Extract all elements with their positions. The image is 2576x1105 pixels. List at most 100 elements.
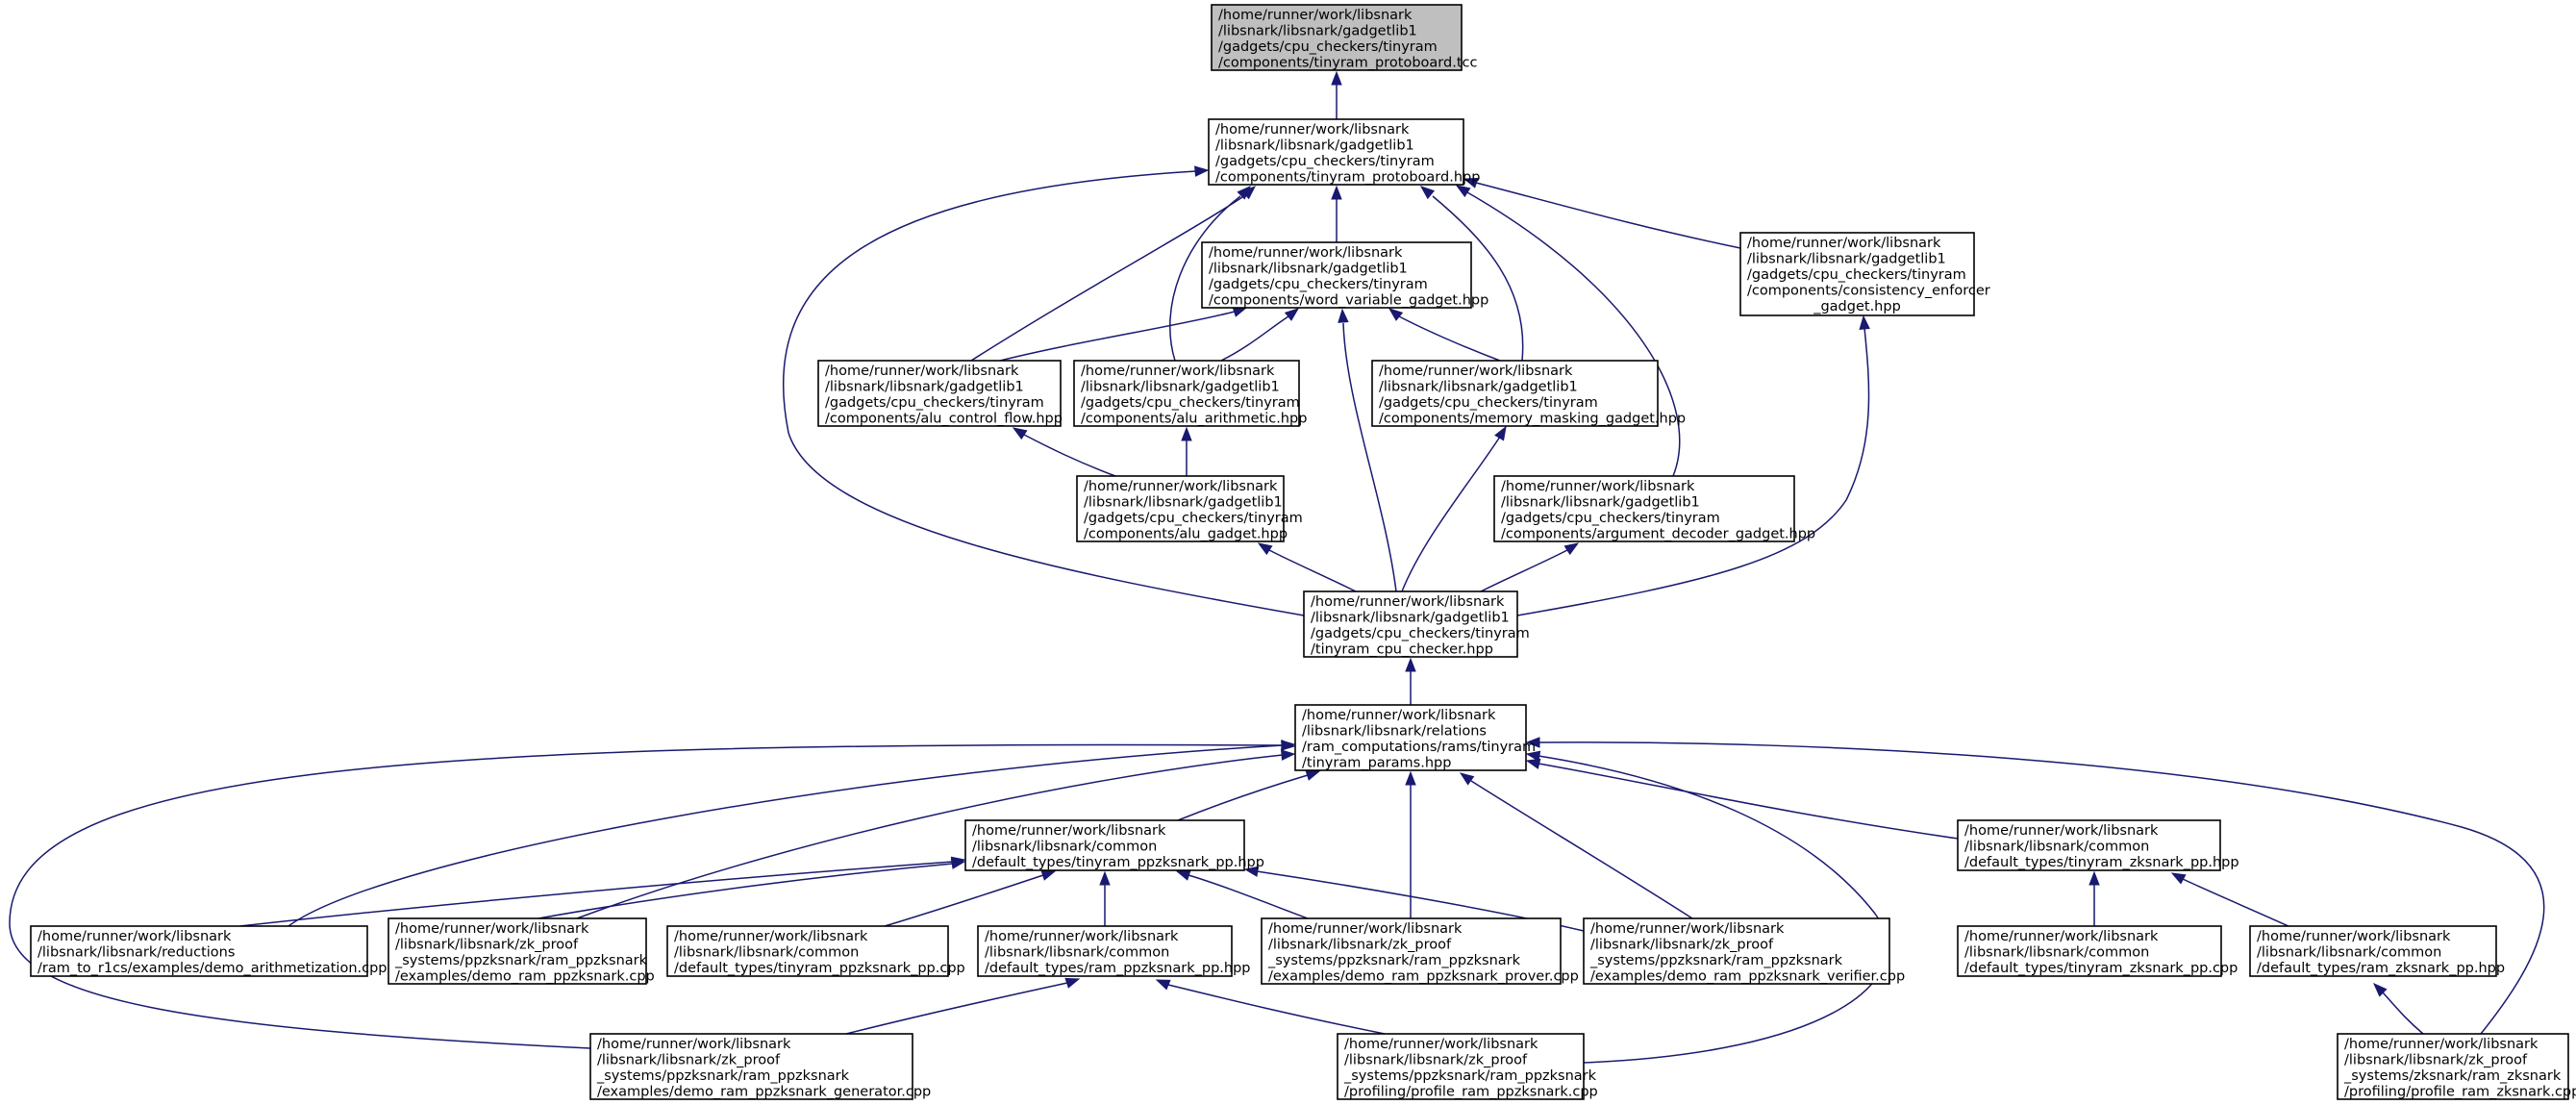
node-label-line: /tinyram_cpu_checker.hpp — [1311, 642, 1493, 658]
node-label-line: /home/runner/work/libsnark — [1215, 122, 1410, 138]
nodes-layer: /home/runner/work/libsnark/libsnark/libs… — [30, 4, 2576, 1100]
node-box — [1073, 360, 1300, 427]
node-word-variable[interactable]: /home/runner/work/libsnark/libsnark/libs… — [1201, 241, 1488, 309]
node-label-line: _systems/ppzksnark/ram_ppzksnark — [1589, 953, 1843, 968]
node-label-line: _systems/zksnark/ram_zksnark — [2343, 1068, 2562, 1084]
edge-demo_ram_ppzksnark-to-tinyram_params — [576, 749, 1296, 919]
edge-ram_ppzksnark_pp_hpp-to-tinyram_ppzksnark_pp_hpp — [1099, 870, 1111, 926]
node-ram-zksnark-pp-hpp[interactable]: /home/runner/work/libsnark/libsnark/libs… — [2249, 925, 2505, 977]
node-label-line: _systems/ppzksnark/ram_ppzksnark — [596, 1068, 850, 1084]
edge-consistency_enforcer-to-protoboard_hpp — [1463, 177, 1741, 249]
node-box — [2249, 925, 2497, 977]
node-argument-decoder[interactable]: /home/runner/work/libsnark/libsnark/libs… — [1493, 475, 1815, 542]
node-alu-control-flow[interactable]: /home/runner/work/libsnark/libsnark/libs… — [817, 360, 1063, 427]
node-label-line: /libsnark/libsnark/zk_proof — [1268, 938, 1452, 953]
edge-line — [782, 170, 1305, 616]
node-label-line: /ram_to_r1cs/examples/demo_arithmetizati… — [38, 961, 388, 976]
edge-tinyram_ppzksnark_pp_cpp-to-tinyram_ppzksnark_pp_hpp — [884, 869, 1057, 927]
node-label-line: /libsnark/libsnark/zk_proof — [395, 938, 579, 953]
node-tinyram-params[interactable]: /home/runner/work/libsnark/libsnark/libs… — [1294, 704, 1536, 771]
node-label-line: /home/runner/work/libsnark — [1209, 245, 1403, 261]
node-ram-ppzksnark-pp-hpp[interactable]: /home/runner/work/libsnark/libsnark/libs… — [977, 925, 1250, 977]
edge-line — [970, 194, 1246, 362]
edge-line — [1342, 322, 1397, 592]
arrowhead — [1237, 186, 1251, 200]
node-label-line: /home/runner/work/libsnark — [1311, 594, 1505, 610]
node-alu-arithmetic[interactable]: /home/runner/work/libsnark/libsnark/libs… — [1073, 360, 1307, 427]
node-label-line: /home/runner/work/libsnark — [825, 364, 1019, 379]
edge-line — [1167, 984, 1386, 1035]
arrowhead — [1281, 740, 1296, 751]
arrowhead — [1525, 737, 1540, 748]
node-label-line: /libsnark/libsnark/zk_proof — [597, 1053, 781, 1068]
node-demo-prover[interactable]: /home/runner/work/libsnark/libsnark/libs… — [1261, 917, 1579, 985]
edge-demo_prover-to-tinyram_ppzksnark_pp_hpp — [1175, 869, 1309, 919]
arrowhead — [1181, 426, 1192, 441]
edge-line — [1470, 780, 1693, 919]
node-tinyram-ppzksnark-pp-cpp[interactable]: /home/runner/work/libsnark/libsnark/libs… — [666, 925, 965, 977]
arrowhead — [1419, 186, 1436, 200]
node-consistency-enforcer[interactable]: /home/runner/work/libsnark/libsnark/libs… — [1739, 232, 1990, 316]
node-label-line: /home/runner/work/libsnark — [1218, 8, 1413, 23]
node-profile-ram-ppzksnark[interactable]: /home/runner/work/libsnark/libsnark/libs… — [1337, 1033, 1598, 1100]
edge-line — [1177, 774, 1309, 821]
edge-line — [576, 754, 1284, 919]
edge-line — [1188, 874, 1309, 919]
arrowhead — [1305, 769, 1321, 781]
edge-alu_arithmetic-to-protoboard_hpp — [1169, 186, 1251, 362]
arrowhead — [1194, 165, 1210, 177]
node-box — [2337, 1033, 2569, 1100]
node-label-line: /components/tinyram_protoboard.tcc — [1218, 56, 1477, 71]
node-demo-arithmetization[interactable]: /home/runner/work/libsnark/libsnark/libs… — [30, 925, 388, 977]
node-label-line: /libsnark/libsnark/zk_proof — [1590, 938, 1774, 953]
node-label-line: /home/runner/work/libsnark — [38, 929, 232, 944]
arrowhead — [1284, 308, 1300, 321]
node-demo-ram-ppzksnark[interactable]: /home/runner/work/libsnark/libsnark/libs… — [388, 917, 655, 985]
edge-line — [1432, 195, 1524, 362]
node-tinyram-zksnark-pp-cpp[interactable]: /home/runner/work/libsnark/libsnark/libs… — [1957, 925, 2238, 977]
node-label-line: /libsnark/libsnark/gadgetlib1 — [1218, 24, 1417, 39]
node-label-line: _systems/ppzksnark/ram_ppzksnark — [1267, 953, 1521, 968]
node-label-line: /home/runner/work/libsnark — [395, 921, 589, 937]
node-label-line: /home/runner/work/libsnark — [1344, 1037, 1538, 1052]
edge-tinyram_ppzksnark_pp_hpp-to-tinyram_params — [1177, 769, 1321, 821]
node-label-line: /gadgets/cpu_checkers/tinyram — [1747, 267, 1966, 283]
node-box — [30, 925, 368, 977]
node-label-line: /libsnark/libsnark/common — [1964, 945, 2149, 961]
arrowhead — [1064, 977, 1081, 989]
edge-line — [1169, 195, 1241, 362]
node-label-line: /gadgets/cpu_checkers/tinyram — [1311, 626, 1530, 641]
arrowhead — [2088, 870, 2100, 886]
node-demo-generator[interactable]: /home/runner/work/libsnark/libsnark/libs… — [589, 1033, 931, 1100]
node-label-line: /gadgets/cpu_checkers/tinyram — [1081, 395, 1300, 411]
node-box — [1201, 241, 1472, 309]
edge-line — [1538, 763, 1959, 840]
node-box — [1957, 819, 2221, 871]
node-profile-ram-zksnark[interactable]: /home/runner/work/libsnark/libsnark/libs… — [2337, 1033, 2576, 1100]
node-memory-masking[interactable]: /home/runner/work/libsnark/libsnark/libs… — [1371, 360, 1686, 427]
node-tinyram-zksnark-pp-hpp[interactable]: /home/runner/work/libsnark/libsnark/libs… — [1957, 819, 2239, 871]
node-label-line: _gadget.hpp — [1813, 299, 1901, 314]
node-demo-verifier[interactable]: /home/runner/work/libsnark/libsnark/libs… — [1583, 917, 1905, 985]
node-box — [1076, 475, 1285, 542]
node-cpu-checker[interactable]: /home/runner/work/libsnark/libsnark/libs… — [1303, 590, 1530, 658]
arrowhead — [1338, 308, 1349, 323]
node-label-line: /default_types/tinyram_zksnark_pp.cpp — [1964, 961, 2238, 976]
arrowhead — [2170, 872, 2187, 885]
node-box — [388, 917, 647, 985]
node-tinyram-ppzksnark-pp-hpp[interactable]: /home/runner/work/libsnark/libsnark/libs… — [964, 819, 1264, 871]
arrowhead — [1459, 772, 1475, 786]
node-alu-gadget[interactable]: /home/runner/work/libsnark/libsnark/libs… — [1076, 475, 1303, 542]
edge-line — [2382, 992, 2424, 1035]
node-label-line: /gadgets/cpu_checkers/tinyram — [1501, 511, 1720, 526]
node-label-line: /gadgets/cpu_checkers/tinyram — [825, 395, 1044, 411]
node-label-line: /gadgets/cpu_checkers/tinyram — [1379, 395, 1598, 411]
node-label-line: /libsnark/libsnark/gadgetlib1 — [1501, 495, 1700, 511]
edge-cpu_checker-to-memory_masking — [1401, 425, 1507, 592]
edge-line — [288, 744, 1284, 927]
edge-line — [1475, 182, 1741, 249]
node-label-line: /home/runner/work/libsnark — [985, 929, 1179, 944]
node-protoboard-hpp[interactable]: /home/runner/work/libsnark/libsnark/libs… — [1208, 118, 1480, 186]
node-box — [817, 360, 1062, 427]
arrowhead — [1455, 185, 1471, 198]
